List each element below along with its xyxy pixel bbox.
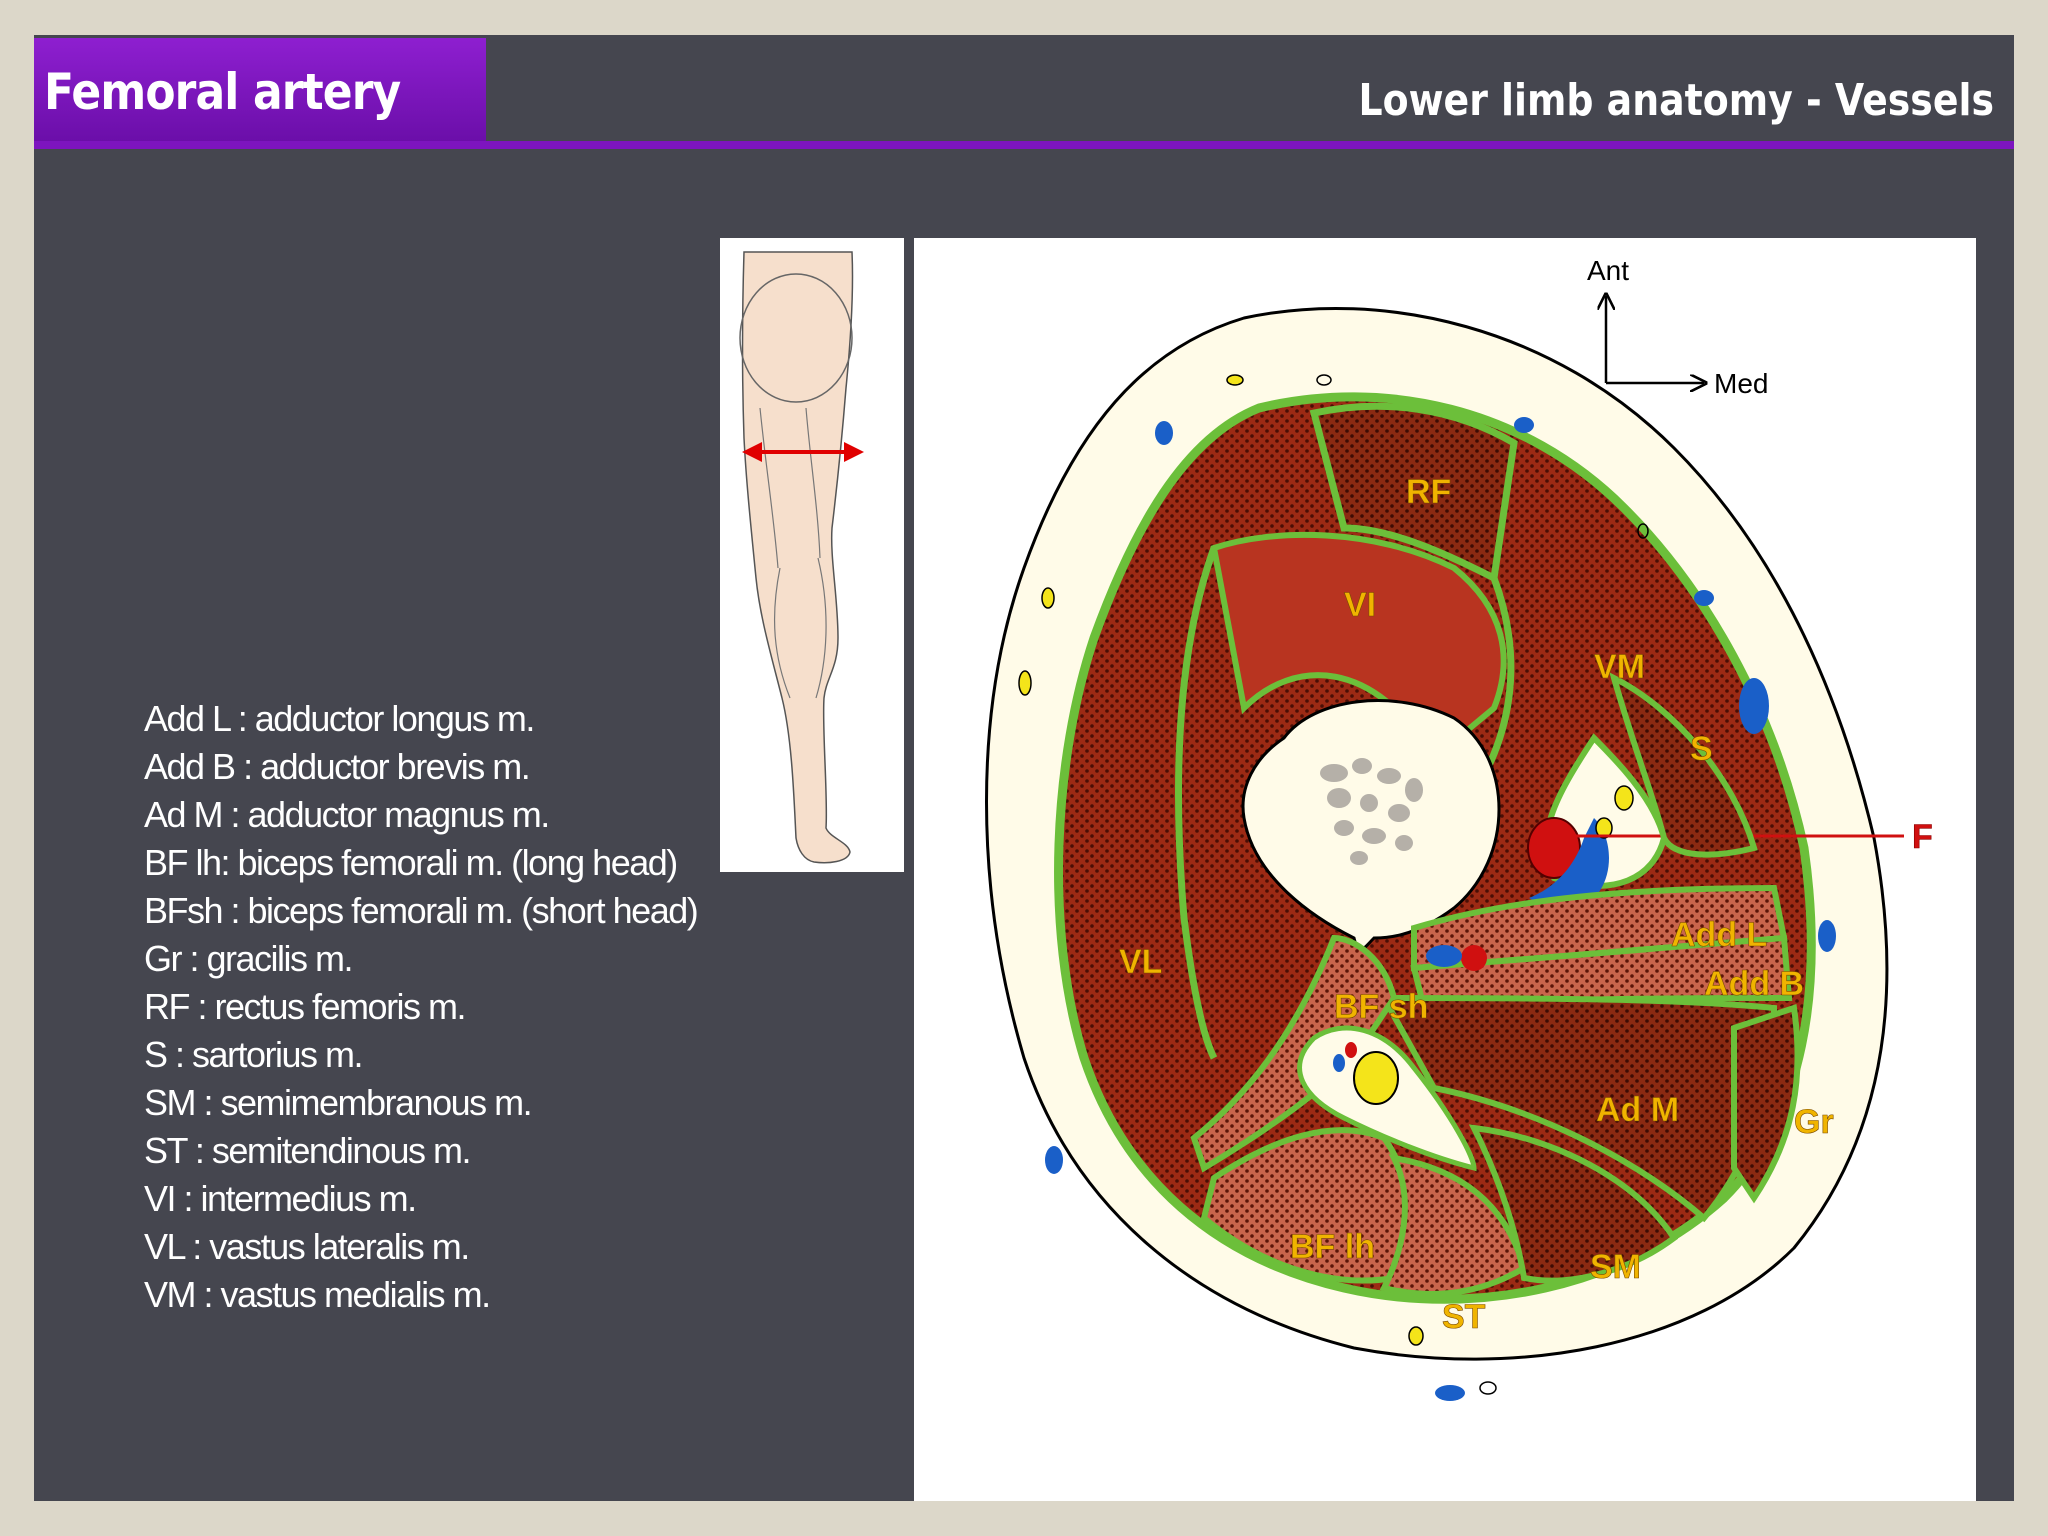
vastus-intermedius <box>1210 531 1507 763</box>
orientation-compass: Ant Med <box>1587 255 1768 399</box>
nerve-superficial <box>1041 587 1055 609</box>
nerve-superficial <box>1637 523 1649 539</box>
label-f: F <box>1912 818 1933 856</box>
vein-superficial <box>1155 421 1173 445</box>
leg-figure-panel <box>720 238 904 872</box>
vein-superficial <box>1435 1385 1465 1401</box>
femur <box>1241 699 1501 951</box>
legend-item: Add B : adductor brevis m. <box>144 746 531 787</box>
legend-item: Gr : gracilis m. <box>144 938 354 979</box>
label-vi: VI <box>1344 586 1376 624</box>
leg-outline <box>741 251 854 864</box>
thigh-cross-section-panel: Ant Med RF VI VM S F VL Add L Add B BF s… <box>914 238 1976 1501</box>
legend-item: Add L : adductor longus m. <box>144 698 535 739</box>
nerve-superficial <box>1479 1381 1497 1395</box>
label-st: ST <box>1442 1298 1486 1336</box>
slide: Femoral artery Lower limb anatomy - Vess… <box>34 35 2014 1501</box>
femoral-artery <box>1527 817 1581 879</box>
label-gr: Gr <box>1794 1103 1834 1141</box>
slide-subtitle: Lower limb anatomy - Vessels <box>1358 75 1994 126</box>
legend-item: S : sartorius m. <box>144 1034 364 1075</box>
gracilis <box>1731 1004 1801 1204</box>
label-add-b: Add B <box>1704 965 1804 1003</box>
thigh-cross-section: Ant Med RF VI VM S F VL Add L Add B BF s… <box>985 255 1933 1401</box>
slide-title: Femoral artery <box>44 63 401 121</box>
vessel-red-small <box>1345 1042 1357 1058</box>
vein-superficial <box>1818 920 1836 952</box>
vessel-blue-small-2 <box>1426 945 1462 967</box>
vein-superficial <box>1514 417 1534 433</box>
nerve-superficial <box>1018 670 1032 696</box>
rectus-femoris <box>1309 402 1518 584</box>
vastus-lateralis-boundary <box>1174 546 1218 1060</box>
legend-item: VI : intermedius m. <box>144 1178 417 1219</box>
vessel-red-small-2 <box>1461 945 1487 971</box>
legend-item: VL : vastus lateralis m. <box>144 1226 470 1267</box>
label-s: S <box>1690 730 1713 768</box>
nerve-superficial <box>1226 374 1244 386</box>
header-rule <box>34 141 2014 149</box>
label-ad-m: Ad M <box>1596 1091 1679 1129</box>
label-bf-sh: BF sh <box>1334 988 1428 1026</box>
semimembranosus <box>1468 1124 1679 1284</box>
saphenous-nerve <box>1595 817 1613 839</box>
label-add-l: Add L <box>1671 916 1767 954</box>
abbreviation-legend: Add L : adductor longus m. Add B : adduc… <box>144 695 699 1319</box>
label-rf: RF <box>1406 473 1451 511</box>
nerve-small <box>1614 785 1634 811</box>
legend-item: BF lh: biceps femorali m. (long head) <box>144 842 678 883</box>
legend-item: SM : semimembranous m. <box>144 1082 533 1123</box>
vein-superficial <box>1045 1146 1063 1174</box>
femoral-vein <box>1529 818 1609 906</box>
medial-label: Med <box>1714 368 1768 399</box>
posterior-leg-figure <box>739 251 864 864</box>
anterior-label: Ant <box>1587 255 1629 286</box>
nerve-superficial <box>1316 374 1332 386</box>
label-bf-lh: BF lh <box>1290 1228 1375 1266</box>
biceps-femoris-short-head <box>1190 934 1398 1173</box>
legend-item: RF : rectus femoris m. <box>144 986 467 1027</box>
label-vm: VM <box>1594 648 1645 686</box>
subcutaneous-vessels <box>1018 374 1836 1401</box>
legend-item: ST : semitendinous m. <box>144 1130 472 1171</box>
legend-item: Ad M : adductor magnus m. <box>144 794 550 835</box>
vein-superficial <box>1694 590 1714 606</box>
nerve-superficial <box>1408 1326 1424 1346</box>
gluteal-outline <box>739 273 853 403</box>
legend-item: VM : vastus medialis m. <box>144 1274 491 1315</box>
semitendinosus <box>1379 1154 1528 1297</box>
femur-marrow <box>1320 758 1423 865</box>
legend-item: BFsh : biceps femorali m. (short head) <box>144 890 699 931</box>
sartorius <box>1609 672 1758 858</box>
vein-superficial <box>1739 678 1769 734</box>
vessel-blue-small <box>1333 1054 1345 1072</box>
label-vl: VL <box>1119 943 1162 981</box>
label-sm: SM <box>1590 1248 1641 1286</box>
title-tab: Femoral artery <box>34 38 486 144</box>
sciatic-nerve <box>1353 1051 1399 1105</box>
